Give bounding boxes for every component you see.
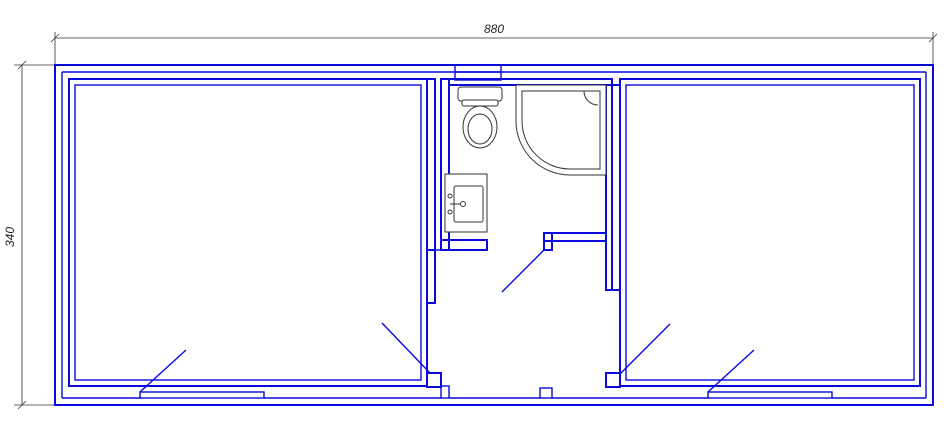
window-top	[454, 64, 502, 81]
door-left-room	[381, 322, 450, 399]
toilet-icon	[457, 86, 503, 149]
door-center-entrance	[449, 387, 553, 399]
right-room	[619, 78, 921, 387]
height-dimension: 340	[3, 60, 58, 410]
width-dimension: 880	[50, 22, 938, 70]
central-partitions	[426, 78, 621, 304]
left-room	[68, 78, 428, 387]
width-label: 880	[484, 22, 504, 36]
door-right-exterior	[707, 349, 833, 399]
door-right-room	[605, 323, 671, 388]
height-label: 340	[3, 227, 17, 247]
shower-tray-icon	[515, 84, 607, 176]
sink-icon	[444, 173, 488, 233]
door-left-exterior	[139, 349, 265, 399]
door-bathroom	[501, 249, 545, 293]
